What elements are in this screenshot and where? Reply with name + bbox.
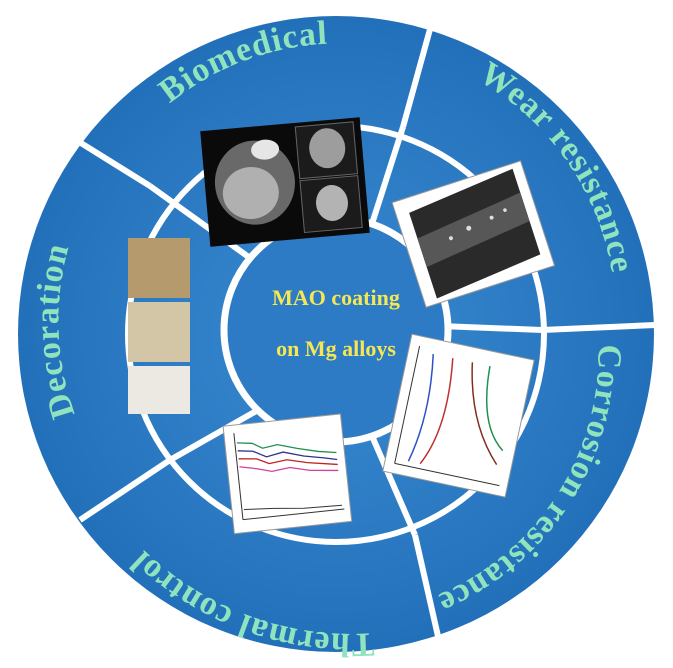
wear-track-image (391, 160, 556, 308)
center-title-line1: MAO coating (272, 285, 400, 310)
outer-separators (58, 21, 656, 646)
inner-separators (148, 126, 543, 537)
corrosion-polarization-image (382, 333, 535, 498)
biomedical-ct-image (200, 117, 370, 247)
center-title-line2: on Mg alloys (276, 336, 396, 361)
decoration-swatches-image (128, 238, 190, 414)
thermal-spectra-image (222, 413, 353, 535)
